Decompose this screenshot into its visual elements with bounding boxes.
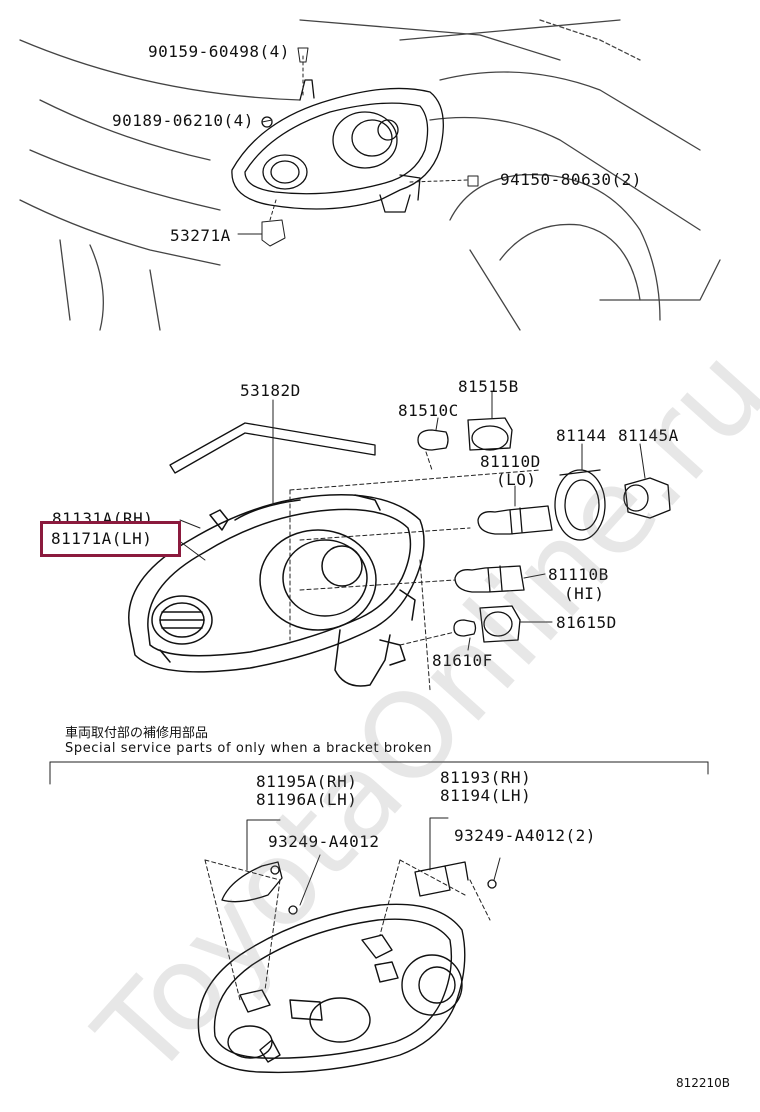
label-socket-right: 81145A — [618, 426, 679, 445]
label-bracket: 53271A — [170, 226, 231, 245]
headlamp-bottom — [197, 903, 466, 1074]
label-right-bracket-rh: 81193(RH) — [440, 768, 532, 787]
leaders-top — [237, 47, 479, 247]
leaders-middle — [289, 451, 541, 691]
label-bulb-front: 81510C — [398, 401, 459, 420]
label-bolt: 90159-60498(4) — [148, 42, 290, 61]
label-nut-clip: 90189-06210(4) — [112, 111, 254, 130]
note-jp: 車両取付部の補修用部品 — [65, 726, 209, 741]
label-nut: 94150-80630(2) — [500, 170, 642, 189]
label-cap: 81144 — [556, 426, 607, 445]
bulbs-sockets — [417, 417, 671, 643]
label-unit-lh: 81171A(LH) — [51, 529, 153, 548]
label-bulb-socket-top: 81515B — [458, 377, 519, 396]
protector-rod — [169, 422, 376, 474]
headlamp-main — [128, 493, 425, 687]
special-parts-frame — [49, 761, 709, 871]
label-left-bracket-lh: 81196A(LH) — [256, 790, 358, 809]
diagram-code: 812210B — [676, 1076, 731, 1090]
label-bulb-lo-note: (LO) — [496, 470, 537, 489]
label-left-screw: 93249-A4012 — [268, 832, 380, 851]
label-right-screw: 93249-A4012(2) — [454, 826, 596, 845]
highlight-unit-lh: 81171A(LH) — [40, 521, 181, 557]
label-bulb-lower: 81610F — [432, 651, 493, 670]
note-en: Special service parts of only when a bra… — [65, 741, 433, 756]
label-right-bracket-lh: 81194(LH) — [440, 786, 532, 805]
label-socket-lower: 81615D — [556, 613, 617, 632]
label-protector: 53182D — [240, 381, 301, 400]
label-bulb-hi: 81110B — [548, 565, 609, 584]
leaders-bottom — [204, 859, 491, 1001]
label-left-bracket-rh: 81195A(RH) — [256, 772, 358, 791]
headlamp-top — [231, 79, 444, 213]
label-bulb-hi-note: (HI) — [564, 584, 605, 603]
car-body-outline — [19, 19, 721, 331]
label-bulb-lo: 81110D — [480, 452, 541, 471]
bracket-parts — [221, 861, 497, 915]
